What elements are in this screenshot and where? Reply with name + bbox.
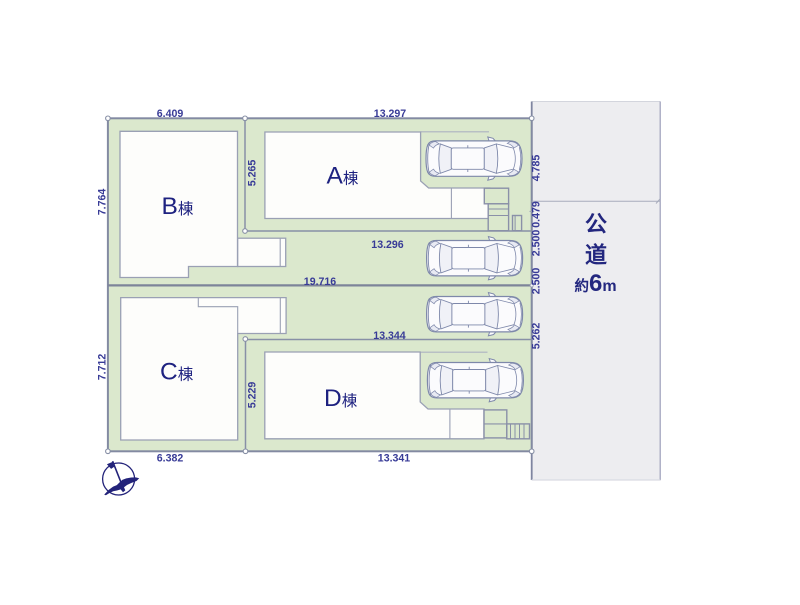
svg-text:7.764: 7.764 [97, 189, 109, 216]
svg-text:13.296: 13.296 [371, 239, 404, 251]
svg-text:5.262: 5.262 [531, 323, 543, 350]
svg-text:5.229: 5.229 [247, 382, 259, 409]
svg-text:6.409: 6.409 [157, 108, 184, 120]
svg-text:2.500: 2.500 [531, 268, 543, 295]
svg-text:2.500: 2.500 [531, 230, 543, 257]
svg-text:公: 公 [585, 212, 607, 237]
svg-text:19.716: 19.716 [304, 276, 337, 288]
svg-text:4.785: 4.785 [531, 155, 543, 182]
svg-text:5.265: 5.265 [247, 160, 259, 187]
svg-text:13.297: 13.297 [374, 108, 407, 120]
svg-text:6.382: 6.382 [157, 452, 184, 464]
svg-text:道: 道 [585, 243, 607, 268]
svg-text:13.344: 13.344 [373, 330, 406, 342]
svg-text:約6m: 約6m [574, 270, 616, 297]
svg-text:7.712: 7.712 [97, 354, 109, 381]
svg-text:0.479: 0.479 [531, 201, 543, 228]
svg-text:D棟: D棟 [324, 385, 358, 412]
svg-text:13.341: 13.341 [378, 452, 411, 464]
